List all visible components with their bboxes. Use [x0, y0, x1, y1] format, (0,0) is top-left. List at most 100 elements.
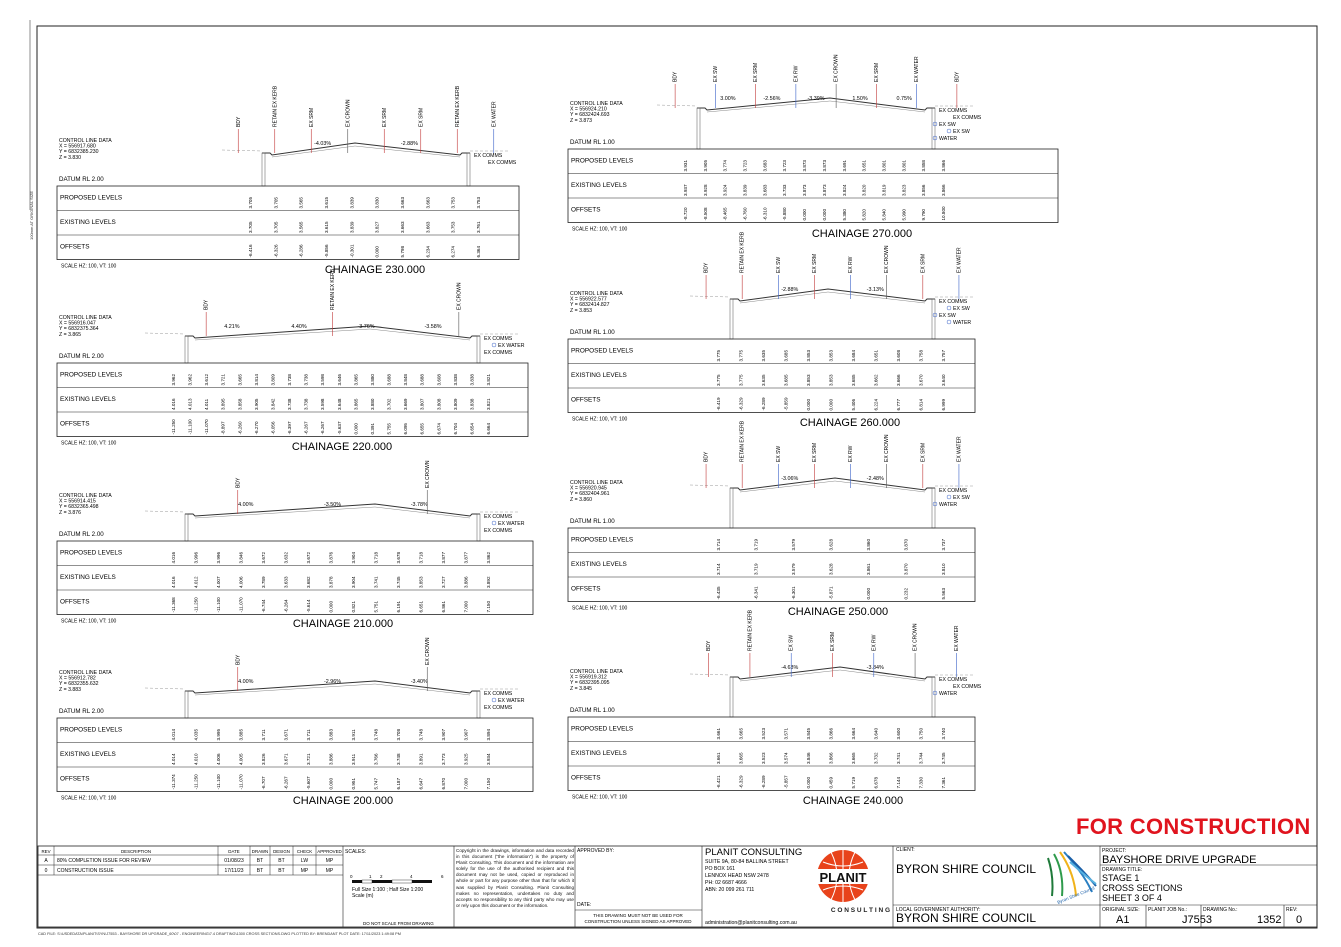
drawing-title-1: STAGE 1	[1102, 873, 1139, 883]
kerb-left	[184, 690, 189, 719]
level-value: 3.711	[261, 729, 266, 741]
level-value: 3.664	[851, 728, 856, 740]
level-value: -11.070	[204, 419, 209, 435]
level-value: -6.301	[791, 586, 796, 599]
level-value: 3.848	[403, 374, 408, 386]
side-service-label: EX COMMS	[484, 350, 513, 356]
level-value: 3.579	[791, 539, 796, 551]
datum-label: DATUM RL 1.00	[570, 329, 615, 336]
service-label: EX SW	[713, 66, 719, 82]
chainage-title: CHAINAGE 240.000	[803, 795, 903, 807]
level-value: 3.688	[387, 374, 392, 386]
cad-file-path: CAD FILE: S:\USDEDATA\PLANIT\SYN\J7553 -…	[38, 932, 401, 936]
level-value: 4.035	[194, 729, 199, 741]
level-value: 3.809	[270, 374, 275, 386]
level-value: 3.748	[396, 753, 401, 765]
level-value: 6.095	[403, 423, 408, 435]
kerb-left	[729, 676, 734, 718]
level-value: 3.666	[896, 374, 901, 386]
service-label: BDY	[235, 654, 241, 665]
level-value: 0.000	[829, 399, 834, 411]
level-value: 3.719	[754, 539, 759, 551]
level-value: 3.640	[941, 374, 946, 386]
levels-table	[56, 540, 534, 615]
kerb-left	[261, 152, 266, 187]
pipe-icon	[932, 501, 938, 507]
pipe-icon	[491, 342, 497, 348]
level-value: 3.757	[941, 350, 946, 362]
road-surface-line	[697, 97, 935, 111]
road-subgrade-line	[194, 683, 471, 696]
level-value: 3.672	[261, 552, 266, 564]
level-value: 3.911	[351, 729, 356, 741]
level-value: 3.688	[420, 374, 425, 386]
level-value: 3.821	[486, 374, 491, 386]
level-value: 5.747	[374, 778, 379, 790]
level-value: 7.000	[464, 778, 469, 790]
level-value: -5.614	[306, 599, 311, 612]
company-line-5: ABN: 20 099 261 711	[705, 887, 754, 893]
grade-label: -3.40%	[411, 679, 428, 685]
grade-label: -4.63%	[781, 665, 798, 671]
level-value: 3.663	[400, 221, 405, 233]
rev-cell: A	[44, 858, 48, 864]
level-value: 4.016	[171, 576, 176, 588]
side-service-label: EX COMMS	[939, 677, 968, 683]
copyright-box: Copyright in the drawings, information a…	[456, 848, 574, 908]
rev-value: 0	[1296, 914, 1302, 926]
grade-label: -3.76%	[357, 324, 374, 330]
pipe-icon	[946, 494, 952, 500]
level-value: 0.000	[806, 399, 811, 411]
level-value: -6.289	[761, 775, 766, 788]
client-name: BYRON SHIRE COUNCIL	[896, 862, 1036, 876]
level-value: 7.330	[919, 777, 924, 789]
grade-label: 4.00%	[238, 679, 253, 685]
level-value: 3.904	[351, 552, 356, 564]
level-value: 3.705	[248, 221, 253, 233]
level-value: 3.895	[221, 398, 226, 410]
level-value: 3.682	[306, 576, 311, 588]
level-value: 3.745	[941, 752, 946, 764]
rev-cell: 17/11/23	[224, 868, 243, 874]
service-label: EX CROWN	[884, 245, 890, 273]
kerb-right	[476, 335, 481, 364]
level-value: 3.886	[329, 753, 334, 765]
control-line-data: X = 556922.577	[570, 297, 607, 303]
level-value: 5.990	[901, 209, 906, 221]
level-value: 3.661	[716, 752, 721, 764]
level-value: 3.962	[171, 374, 176, 386]
service-label: RETAIN EX KERB	[740, 231, 746, 273]
row-label: EXISTING LEVELS	[60, 574, 116, 581]
level-value: 3.651	[874, 350, 879, 362]
level-value: 3.635	[761, 374, 766, 386]
control-line-data: CONTROL LINE DATA	[59, 493, 112, 499]
control-line-data: Z = 3.865	[59, 332, 81, 338]
rev-header: DRAWN	[252, 849, 268, 854]
level-value: 3.905	[254, 398, 259, 410]
road-surface-line	[185, 680, 480, 694]
level-value: 3.877	[464, 552, 469, 564]
natural-surface-left	[144, 332, 186, 335]
road-subgrade-line	[739, 291, 926, 304]
service-label: EX WATER	[956, 436, 962, 462]
service-label: EX SW	[789, 635, 795, 651]
drawing-number-label: DRAWING No.:	[1203, 907, 1238, 913]
level-value: 3.761	[476, 221, 481, 233]
kerb-right	[931, 298, 936, 340]
level-value: -11.070	[239, 774, 244, 790]
rev-cell: MP	[301, 868, 309, 874]
level-value: 3.845	[806, 728, 811, 740]
level-value: 3.721	[221, 374, 226, 386]
row-label: EXISTING LEVELS	[571, 561, 627, 568]
level-value: 3.891	[419, 753, 424, 765]
pipe-icon	[932, 312, 938, 318]
chainage-title: CHAINAGE 200.000	[293, 795, 393, 807]
level-value: 4.006	[216, 753, 221, 765]
level-value: 6.674	[436, 423, 441, 435]
level-value: -5.880	[782, 207, 787, 220]
level-value: 3.663	[425, 221, 430, 233]
level-value: 0.000	[822, 209, 827, 221]
control-line-data: Y = 6832395.095	[570, 680, 610, 686]
datum-label: DATUM RL 1.00	[570, 139, 615, 146]
